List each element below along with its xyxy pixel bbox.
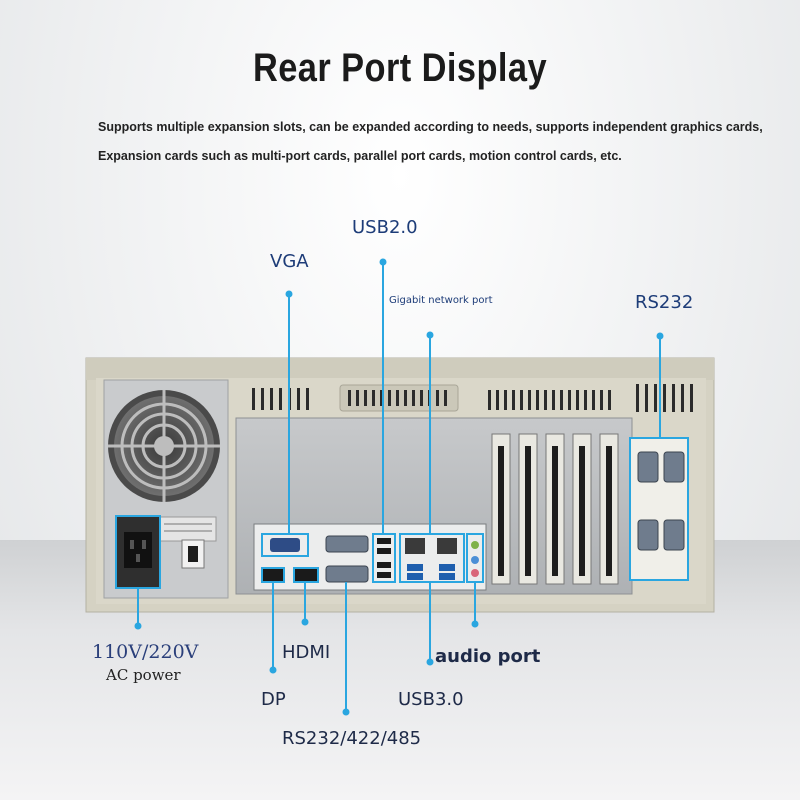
label-ac-power: AC power (106, 666, 181, 684)
label-audio-port: audio port (435, 646, 541, 667)
description-line-1: Supports multiple expansion slots, can b… (98, 120, 763, 134)
callout-lines (134, 258, 664, 716)
label-dp: DP (261, 689, 286, 710)
lan-usb3-ports (399, 533, 465, 583)
label-usb3: USB3.0 (398, 689, 464, 710)
label-vga: VGA (270, 251, 309, 272)
description-line-2: Expansion cards such as multi-port cards… (98, 149, 622, 163)
top-vents-right (488, 390, 611, 410)
power-supply (103, 379, 229, 599)
label-hdmi: HDMI (282, 642, 331, 663)
expansion-slots (491, 433, 619, 585)
label-rs232: RS232 (635, 292, 694, 313)
rs232-card (629, 437, 689, 581)
vga-connector (261, 533, 309, 557)
label-usb2: USB2.0 (352, 217, 418, 238)
label-rs232-422-485: RS232/422/485 (282, 728, 422, 749)
label-power-voltage: 110V/220V (92, 641, 199, 663)
label-gigabit-network-port: Gigabit network port (389, 295, 493, 306)
page-title: Rear Port Display (252, 46, 548, 90)
top-vents-far-right (636, 384, 693, 412)
